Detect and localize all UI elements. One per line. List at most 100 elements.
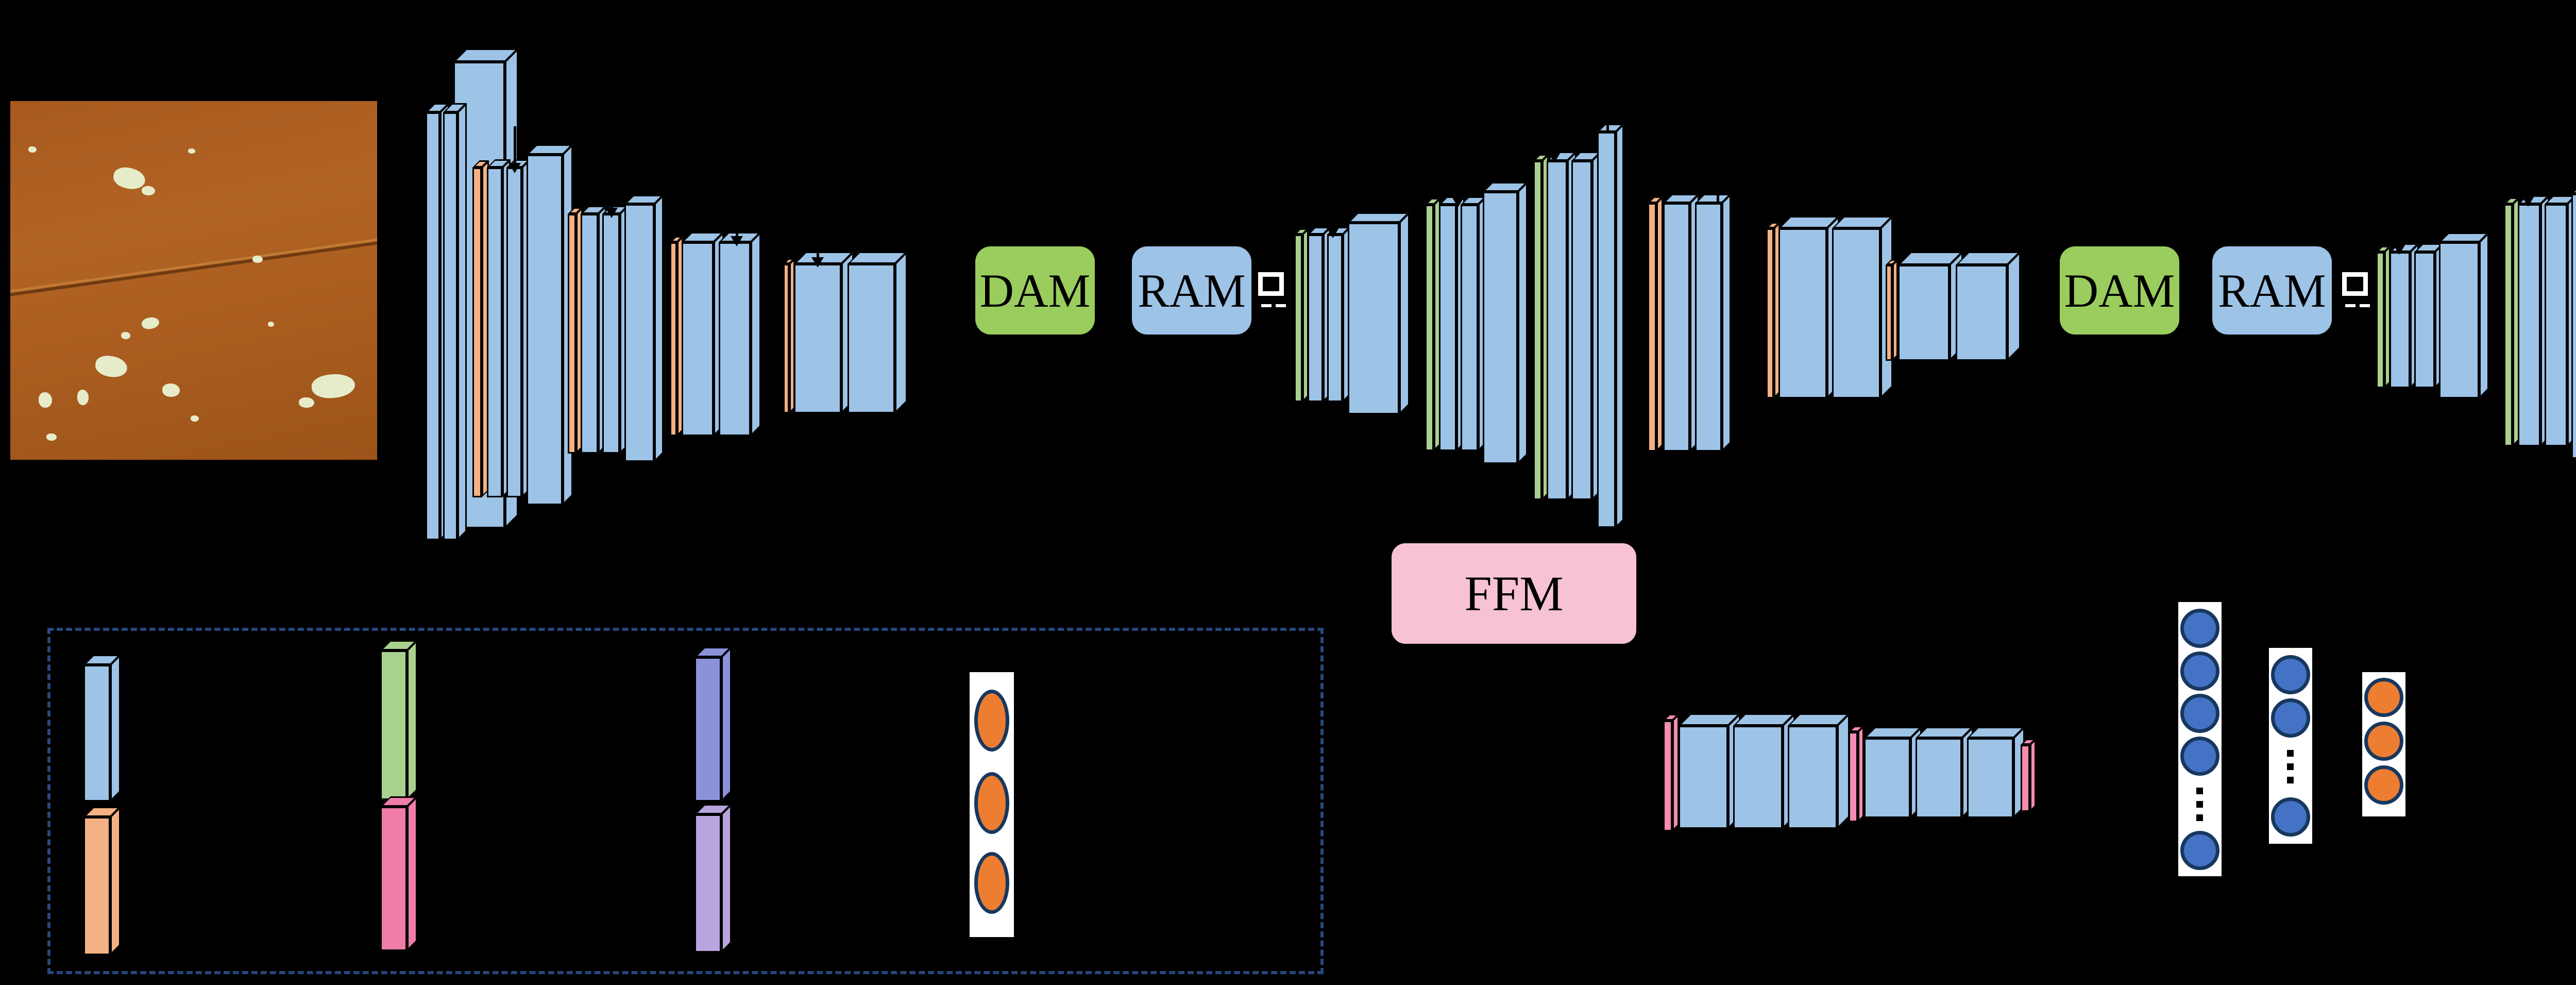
defect-speck xyxy=(46,433,57,441)
defect-speck xyxy=(142,186,155,195)
neuron-node xyxy=(2180,609,2219,648)
ellipsis-dot xyxy=(2196,814,2203,821)
encoder1-slab-blue xyxy=(426,103,449,540)
midnet-slab-blue xyxy=(1327,227,1350,402)
encoder1-slab-orange xyxy=(670,236,683,436)
decoder-slab-green xyxy=(2376,246,2391,388)
legend-slab-deeppink xyxy=(380,796,417,951)
midnet-slab-green xyxy=(1294,228,1309,402)
midnet-slab-blue xyxy=(1778,216,1839,398)
decoder-slab-green xyxy=(2504,197,2519,446)
encoder1-slab-orange xyxy=(783,258,795,413)
defect-speck xyxy=(191,415,199,422)
legend-slab-orange xyxy=(83,807,121,955)
ffm-detail-slab-minipink xyxy=(2021,739,2036,812)
ffm-detail-slab-blue xyxy=(1967,727,2025,818)
encoder1-slab-blue xyxy=(527,144,573,505)
ffm-detail-slab-blue xyxy=(1788,713,1850,829)
midnet-slab-orange xyxy=(1648,196,1663,452)
midnet-slab-blue xyxy=(1832,216,1893,398)
encoder1-slab-blue xyxy=(581,206,606,454)
midnet-slab-green xyxy=(1533,154,1549,500)
ram-module-1-label: RAM xyxy=(1138,264,1246,317)
ram-module-2-label: RAM xyxy=(2218,264,2326,317)
encoder1-slab-blue xyxy=(506,159,530,497)
neuron-node xyxy=(2364,678,2403,717)
encoder1-slab-orange xyxy=(472,160,489,497)
dam-module-1: DAM xyxy=(975,246,1095,335)
encoder1-slab-blue xyxy=(624,195,664,462)
down-arrow xyxy=(605,171,618,218)
encoder1-slab-blue xyxy=(487,159,511,497)
down-arrow xyxy=(1548,120,1561,163)
ram-module-1: RAM xyxy=(1132,246,1251,335)
dam-module-2: DAM xyxy=(2060,246,2179,335)
defect-speck xyxy=(162,383,180,397)
ffm-detail-slab-blue xyxy=(1679,713,1740,829)
midnet-slab-blue xyxy=(1461,196,1486,451)
feature-connector-dash xyxy=(2345,304,2355,307)
down-arrow xyxy=(1452,164,1464,207)
feature-connector-dash xyxy=(2360,304,2370,307)
skip-line xyxy=(1717,160,1719,204)
decoder-slab-blue xyxy=(2545,195,2576,446)
defect-speck xyxy=(141,315,160,331)
defect-speck xyxy=(77,390,89,405)
encoder1-slab-blue xyxy=(794,252,854,413)
neuron-node xyxy=(2180,737,2219,776)
skip-line xyxy=(1606,88,1609,133)
down-arrow xyxy=(731,201,743,246)
defect-speck xyxy=(39,392,52,408)
encoder1-slab-blue xyxy=(602,206,628,454)
defect-speck xyxy=(121,332,130,339)
feature-connector-dash xyxy=(1261,304,1272,307)
down-arrow xyxy=(2393,210,2405,255)
ffm-detail-slab-minipink xyxy=(1663,714,1679,831)
ffm-module: FFM xyxy=(1390,542,1638,645)
midnet-slab-blue xyxy=(1956,252,2021,361)
decoder-slab-blue xyxy=(2414,243,2444,388)
neuron-node xyxy=(2271,655,2310,694)
encoder1-slab-orange xyxy=(568,207,583,454)
neuron-node xyxy=(2364,722,2403,761)
neuron-node xyxy=(974,772,1009,834)
ellipsis-dot xyxy=(2287,763,2294,770)
defect-speck xyxy=(94,354,129,379)
midnet-slab-blue xyxy=(1483,182,1528,464)
midnet-slab-blue xyxy=(1308,227,1331,402)
midnet-slab-blue xyxy=(1571,152,1601,500)
crack-line xyxy=(10,240,377,297)
crack-highlight xyxy=(10,237,377,293)
legend-frame xyxy=(47,628,1324,974)
input-defect-image xyxy=(10,101,377,460)
ellipsis-dot xyxy=(2287,777,2294,783)
midnet-slab-blue xyxy=(1348,212,1410,414)
defect-speck xyxy=(252,256,263,263)
decoder-slab-blue xyxy=(2389,243,2419,388)
encoder1-slab-blue xyxy=(682,232,724,436)
down-arrow xyxy=(2522,162,2534,207)
midnet-slab-blue xyxy=(1439,196,1465,451)
midnet-slab-blue xyxy=(1663,194,1699,452)
defect-speck xyxy=(268,322,274,327)
legend-slab-lavender xyxy=(694,804,732,953)
defect-speck xyxy=(111,165,147,192)
neuron-node xyxy=(2271,797,2310,837)
ellipsis-dot xyxy=(2196,801,2203,808)
dam-module-1-label: DAM xyxy=(979,264,1091,317)
midnet-slab-orange xyxy=(1886,259,1898,361)
defect-speck xyxy=(299,397,314,408)
ram-module-2: RAM xyxy=(2212,246,2332,335)
neuron-node xyxy=(974,852,1009,914)
defect-speck xyxy=(310,372,357,400)
decoder-slab-blue xyxy=(2518,195,2549,446)
ffm-detail-slab-minipink xyxy=(1849,726,1864,822)
encoder1-slab-blue xyxy=(848,252,907,413)
ellipsis-dot xyxy=(2196,788,2203,794)
neuron-node xyxy=(974,690,1009,752)
defect-speck xyxy=(28,146,37,153)
legend-slab-green xyxy=(380,640,417,800)
midnet-slab-orange xyxy=(1766,222,1780,398)
midnet-slab-blue xyxy=(1547,152,1577,500)
encoder1-slab-blue xyxy=(443,103,467,540)
